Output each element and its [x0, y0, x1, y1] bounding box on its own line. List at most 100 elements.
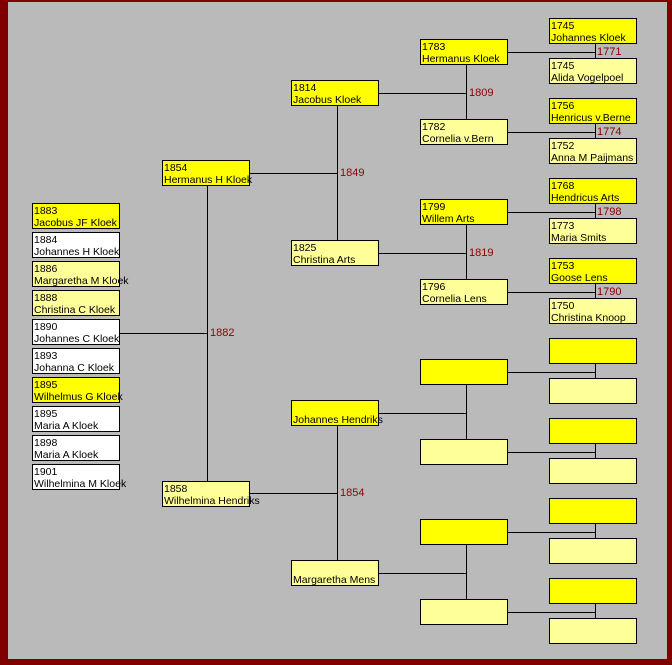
- connector-line: [250, 493, 337, 494]
- connector-line: [508, 292, 595, 293]
- marriage-year: 1771: [597, 46, 622, 58]
- person-name: Wilhelmina M Kloek: [34, 478, 127, 490]
- birth-year: 1895: [34, 379, 58, 391]
- person-box[interactable]: [420, 359, 508, 385]
- birth-year: [293, 402, 377, 414]
- person-box[interactable]: [549, 458, 637, 484]
- person-name: Wilhelmina Hendriks: [164, 495, 260, 507]
- person-box[interactable]: [420, 599, 508, 625]
- birth-year: 1901: [34, 466, 58, 478]
- connector-line: [595, 44, 596, 58]
- person-name: Jacobus Kloek: [293, 94, 362, 106]
- marriage-year: 1819: [469, 247, 494, 259]
- birth-year: 1898: [34, 437, 58, 449]
- connector-line: [379, 413, 466, 414]
- birth-year: 1814: [293, 82, 317, 94]
- birth-year: 1745: [551, 20, 575, 32]
- connector-line: [595, 604, 596, 618]
- person-name: Maria A Kloek: [34, 420, 99, 432]
- person-box[interactable]: [549, 378, 637, 404]
- person-name: Maria A Kloek: [34, 449, 99, 461]
- birth-year: [293, 562, 377, 574]
- person-name: Cornelia v.Bern: [422, 133, 494, 145]
- birth-year: 1752: [551, 140, 575, 152]
- person-name: Johannes H Kloek: [34, 246, 120, 258]
- person-name: Hermanus Kloek: [422, 53, 500, 65]
- person-box[interactable]: [420, 439, 508, 465]
- person-name: Hermanus H Kloek: [164, 174, 253, 186]
- marriage-year: 1882: [210, 327, 235, 339]
- person-box[interactable]: [420, 519, 508, 545]
- person-name: Henricus v.Berne: [551, 112, 631, 124]
- person-box[interactable]: [549, 618, 637, 644]
- connector-line: [466, 65, 467, 119]
- birth-year: 1753: [551, 260, 575, 272]
- person-box[interactable]: Margaretha Mens: [291, 560, 379, 586]
- person-box[interactable]: [549, 418, 637, 444]
- person-box[interactable]: Johannes Hendriks: [291, 400, 383, 426]
- person-name: Christina Arts: [293, 254, 356, 266]
- marriage-year: 1854: [340, 487, 365, 499]
- connector-line: [337, 426, 338, 560]
- birth-year: 1884: [34, 234, 58, 246]
- person-name: Johanna C Kloek: [34, 362, 114, 374]
- birth-year: 1883: [34, 205, 58, 217]
- connector-line: [250, 173, 337, 174]
- connector-line: [595, 204, 596, 218]
- person-name: Willem Arts: [422, 213, 475, 225]
- person-box[interactable]: [549, 578, 637, 604]
- person-box[interactable]: [549, 538, 637, 564]
- connector-line: [466, 545, 467, 599]
- person-name: Cornelia Lens: [422, 293, 487, 305]
- birth-year: 1750: [551, 300, 575, 312]
- person-name: Margaretha Mens: [293, 574, 376, 586]
- connector-line: [379, 253, 466, 254]
- person-name: Johannes C Kloek: [34, 333, 120, 345]
- birth-year: 1796: [422, 281, 446, 293]
- birth-year: 1890: [34, 321, 58, 333]
- birth-year: 1768: [551, 180, 575, 192]
- connector-line: [337, 106, 338, 240]
- connector-line: [207, 186, 208, 481]
- birth-year: 1888: [34, 292, 58, 304]
- connector-line: [379, 93, 466, 94]
- marriage-year: 1849: [340, 167, 365, 179]
- birth-year: 1756: [551, 100, 575, 112]
- person-box[interactable]: [549, 338, 637, 364]
- person-box[interactable]: [549, 498, 637, 524]
- person-name: Hendricus Arts: [551, 192, 620, 204]
- connector-line: [508, 532, 595, 533]
- marriage-year: 1790: [597, 286, 622, 298]
- connector-line: [508, 212, 595, 213]
- person-name: Johannes Kloek: [551, 32, 626, 44]
- person-name: Maria Smits: [551, 232, 607, 244]
- person-name: Anna M Paijmans: [551, 152, 634, 164]
